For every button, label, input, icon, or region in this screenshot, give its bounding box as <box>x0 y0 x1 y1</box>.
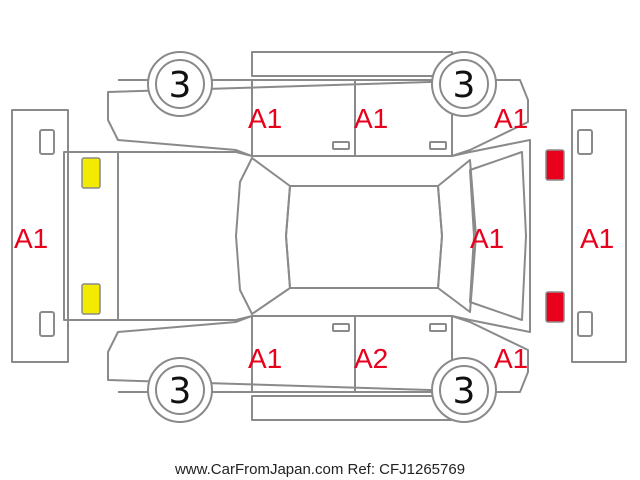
car-body-top-view <box>63 139 531 333</box>
front-bumper <box>11 109 69 363</box>
roof-rail-bottom <box>251 395 453 421</box>
rear-lamp-bottom <box>545 291 565 323</box>
wheel-rear-bottom-count: 3 <box>453 371 476 412</box>
code-rear-quarter-bottom: A1 <box>494 343 528 374</box>
wheel-front-top-count: 3 <box>169 65 192 106</box>
wheel-front-bottom-count: 3 <box>169 371 192 412</box>
code-front-bumper: A1 <box>14 223 48 254</box>
code-rear-door-bottom: A2 <box>354 343 388 374</box>
rear-lamp-top <box>545 149 565 181</box>
rear-bumper <box>571 109 627 363</box>
code-rear-bumper: A1 <box>580 223 614 254</box>
roof-rail-top <box>251 51 453 77</box>
reference-caption: www.CarFromJapan.com Ref: CFJ1265769 <box>174 461 465 478</box>
code-trunk-lid: A1 <box>470 223 504 254</box>
code-rear-door-top: A1 <box>354 103 388 134</box>
wheel-front-bottom: 3 <box>147 357 213 423</box>
front-lamp-top <box>81 157 101 189</box>
code-front-door-bottom: A1 <box>248 343 282 374</box>
code-front-door-top: A1 <box>248 103 282 134</box>
wheel-front-top: 3 <box>147 51 213 117</box>
wheel-rear-top: 3 <box>431 51 497 117</box>
wheel-rear-bottom: 3 <box>431 357 497 423</box>
code-rear-quarter-top: A1 <box>494 103 528 134</box>
wheel-rear-top-count: 3 <box>453 65 476 106</box>
front-lamp-bottom <box>81 283 101 315</box>
